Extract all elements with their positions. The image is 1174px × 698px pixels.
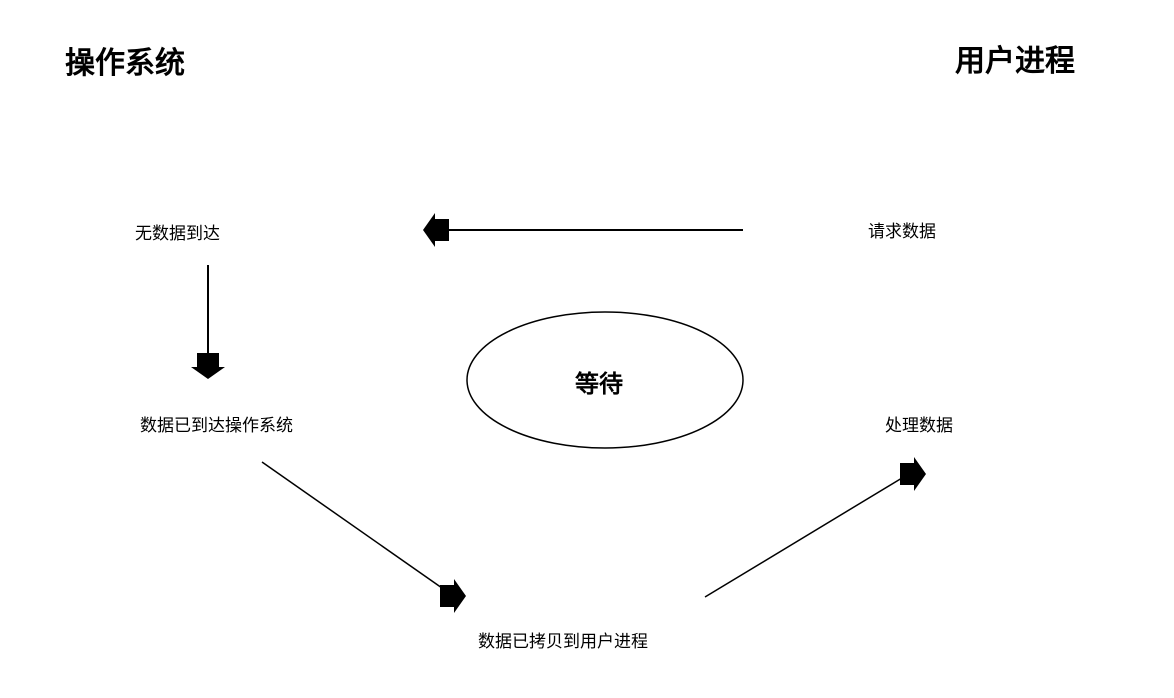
wait-ellipse <box>466 311 744 449</box>
node-no-data: 无数据到达 <box>135 224 220 244</box>
header-user-process: 用户进程 <box>955 44 1075 79</box>
node-process-data: 处理数据 <box>885 416 953 436</box>
node-request-data: 请求数据 <box>868 222 936 242</box>
arrow-copy-to-user <box>261 461 443 589</box>
arrowhead-right-icon <box>900 457 926 491</box>
arrow-to-process <box>704 477 903 598</box>
arrowhead-down-icon <box>191 353 225 379</box>
arrowhead-left-icon <box>423 213 449 247</box>
node-data-arrived: 数据已到达操作系统 <box>140 416 293 436</box>
wait-label: 等待 <box>575 370 623 398</box>
header-os: 操作系统 <box>65 46 185 81</box>
arrowhead-right-icon <box>440 579 466 613</box>
node-data-copied: 数据已拷贝到用户进程 <box>478 632 648 652</box>
